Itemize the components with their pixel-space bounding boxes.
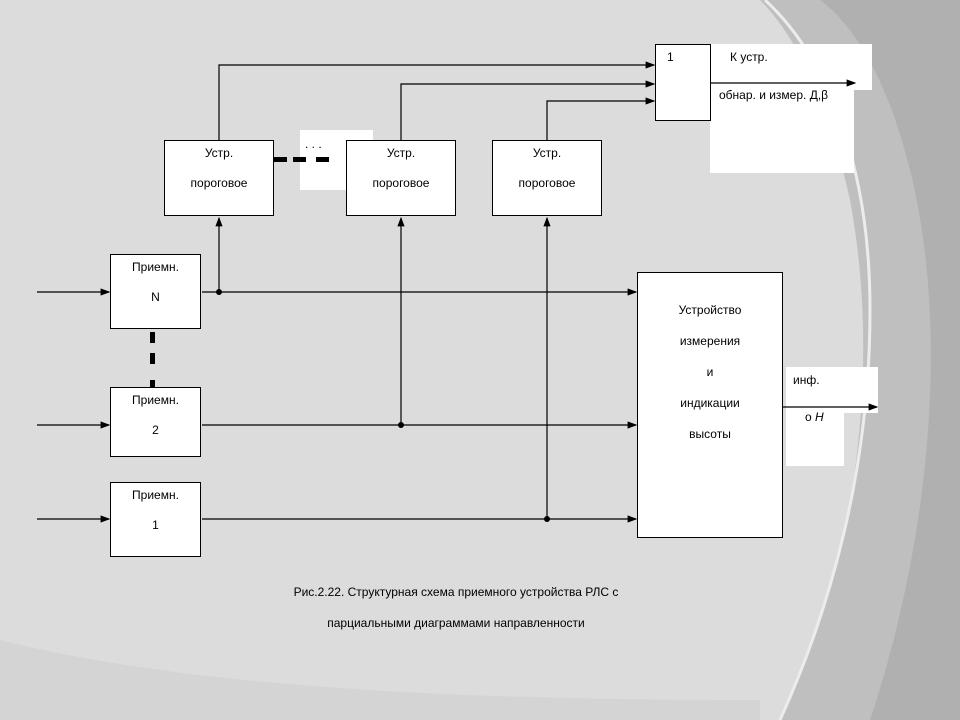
figure-caption-line2: парциальными диаграммами направленности xyxy=(327,616,585,630)
dashed-connector-vertical-1 xyxy=(150,332,155,343)
dashed-connector-horizontal-3 xyxy=(316,157,329,162)
threshold-device-2: Устр. пороговое xyxy=(346,140,456,216)
output-right-prefix: о xyxy=(805,410,816,424)
height-device-line4: индикации xyxy=(680,396,740,410)
threshold-device-n-line2: пороговое xyxy=(190,176,248,190)
output-right-line2: о H xyxy=(805,410,824,424)
receiver-2-line2: 2 xyxy=(152,423,159,437)
receiver-2-line1: Приемн. xyxy=(132,393,179,407)
threshold-device-1-line1: Устр. xyxy=(532,146,562,160)
threshold-device-n-line1: Устр. xyxy=(204,146,234,160)
receiver-1-line1: Приемн. xyxy=(132,488,179,502)
output-top-label-background-2 xyxy=(710,86,854,173)
height-device-line1: Устройство xyxy=(678,303,742,317)
output-top-label-background xyxy=(710,44,872,90)
ellipsis: . . . xyxy=(305,137,322,151)
dashed-connector-vertical-2 xyxy=(150,353,155,364)
threshold-device-2-line2: пороговое xyxy=(372,176,430,190)
threshold-device-n: Устр. пороговое xyxy=(164,140,274,216)
output-top-line2: обнар. и измер. Д,β xyxy=(719,88,829,102)
output-right-line1: инф. xyxy=(793,373,820,387)
or-gate-label: 1 xyxy=(667,50,674,64)
or-gate: 1 xyxy=(655,44,711,121)
output-top-line1: К устр. xyxy=(730,50,768,64)
receiver-n-line1: Приемн. xyxy=(132,260,179,274)
threshold-device-1-line2: пороговое xyxy=(518,176,576,190)
receiver-2: Приемн. 2 xyxy=(110,387,201,457)
dashed-connector-vertical-3 xyxy=(150,380,155,390)
figure-caption-line1: Рис.2.22. Структурная схема приемного ус… xyxy=(293,585,619,599)
dashed-connector-horizontal-1 xyxy=(274,157,287,162)
output-right-label-background xyxy=(786,367,878,413)
receiver-n-line2: N xyxy=(151,290,160,304)
receiver-n: Приемн. N xyxy=(110,254,201,329)
output-right-variable: H xyxy=(815,410,824,424)
receiver-1: Приемн. 1 xyxy=(110,482,201,557)
height-measuring-device: Устройство измерения и индикации высоты xyxy=(637,272,783,538)
height-device-line3: и xyxy=(706,365,714,379)
threshold-device-2-line1: Устр. xyxy=(386,146,416,160)
output-right-label-background-2 xyxy=(786,410,844,466)
threshold-device-1: Устр. пороговое xyxy=(492,140,602,216)
height-device-line5: высоты xyxy=(689,427,731,441)
dashed-connector-horizontal-2 xyxy=(293,157,306,162)
receiver-1-line2: 1 xyxy=(152,518,159,532)
height-device-line2: измерения xyxy=(679,334,741,348)
